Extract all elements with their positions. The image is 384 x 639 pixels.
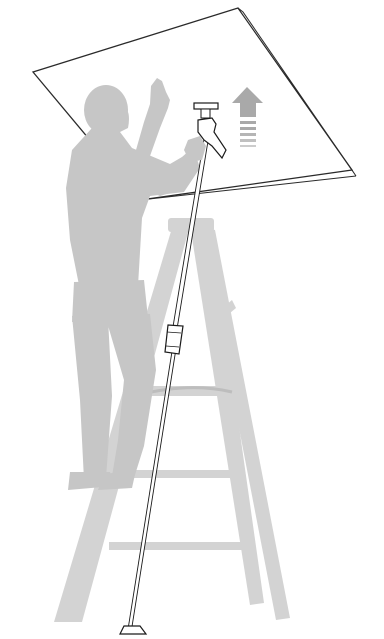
- installation-illustration: [0, 0, 384, 639]
